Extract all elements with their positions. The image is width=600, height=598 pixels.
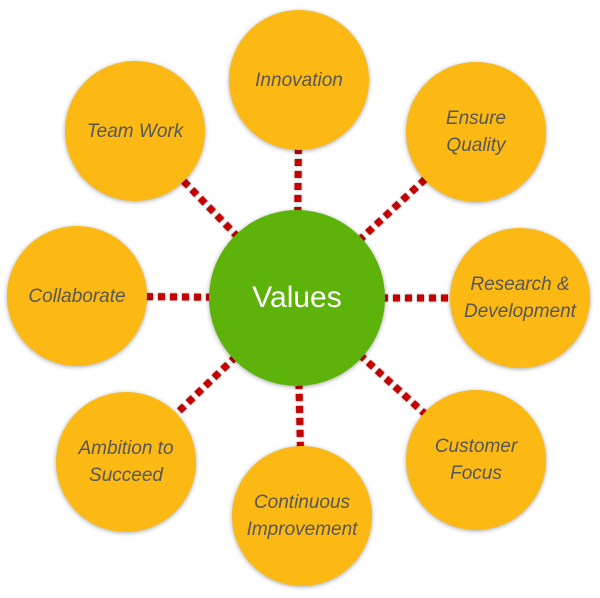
node-research-development: Research & Development	[450, 228, 590, 368]
node-label: Ambition to Succeed	[78, 438, 174, 486]
node-label: Collaborate	[28, 285, 126, 307]
node-label: Customer Focus	[434, 436, 518, 484]
node-collaborate: Collaborate	[7, 226, 147, 366]
node-label: Research & Development	[464, 274, 576, 322]
node-label: Ensure Quality	[445, 108, 507, 156]
node-innovation: Innovation	[229, 10, 369, 150]
center-node-label: Values	[252, 281, 342, 314]
node-customer-focus: Customer Focus	[406, 390, 546, 530]
node-label: Innovation	[255, 69, 343, 91]
node-label: Continuous Improvement	[246, 492, 358, 540]
node-team-work: Team Work	[65, 61, 205, 201]
node-ambition-to-succeed: Ambition to Succeed	[56, 392, 196, 532]
node-continuous-improvement: Continuous Improvement	[232, 446, 372, 586]
node-ensure-quality: Ensure Quality	[406, 62, 546, 202]
node-label: Team Work	[86, 120, 184, 142]
center-node-values: Values	[209, 210, 385, 386]
